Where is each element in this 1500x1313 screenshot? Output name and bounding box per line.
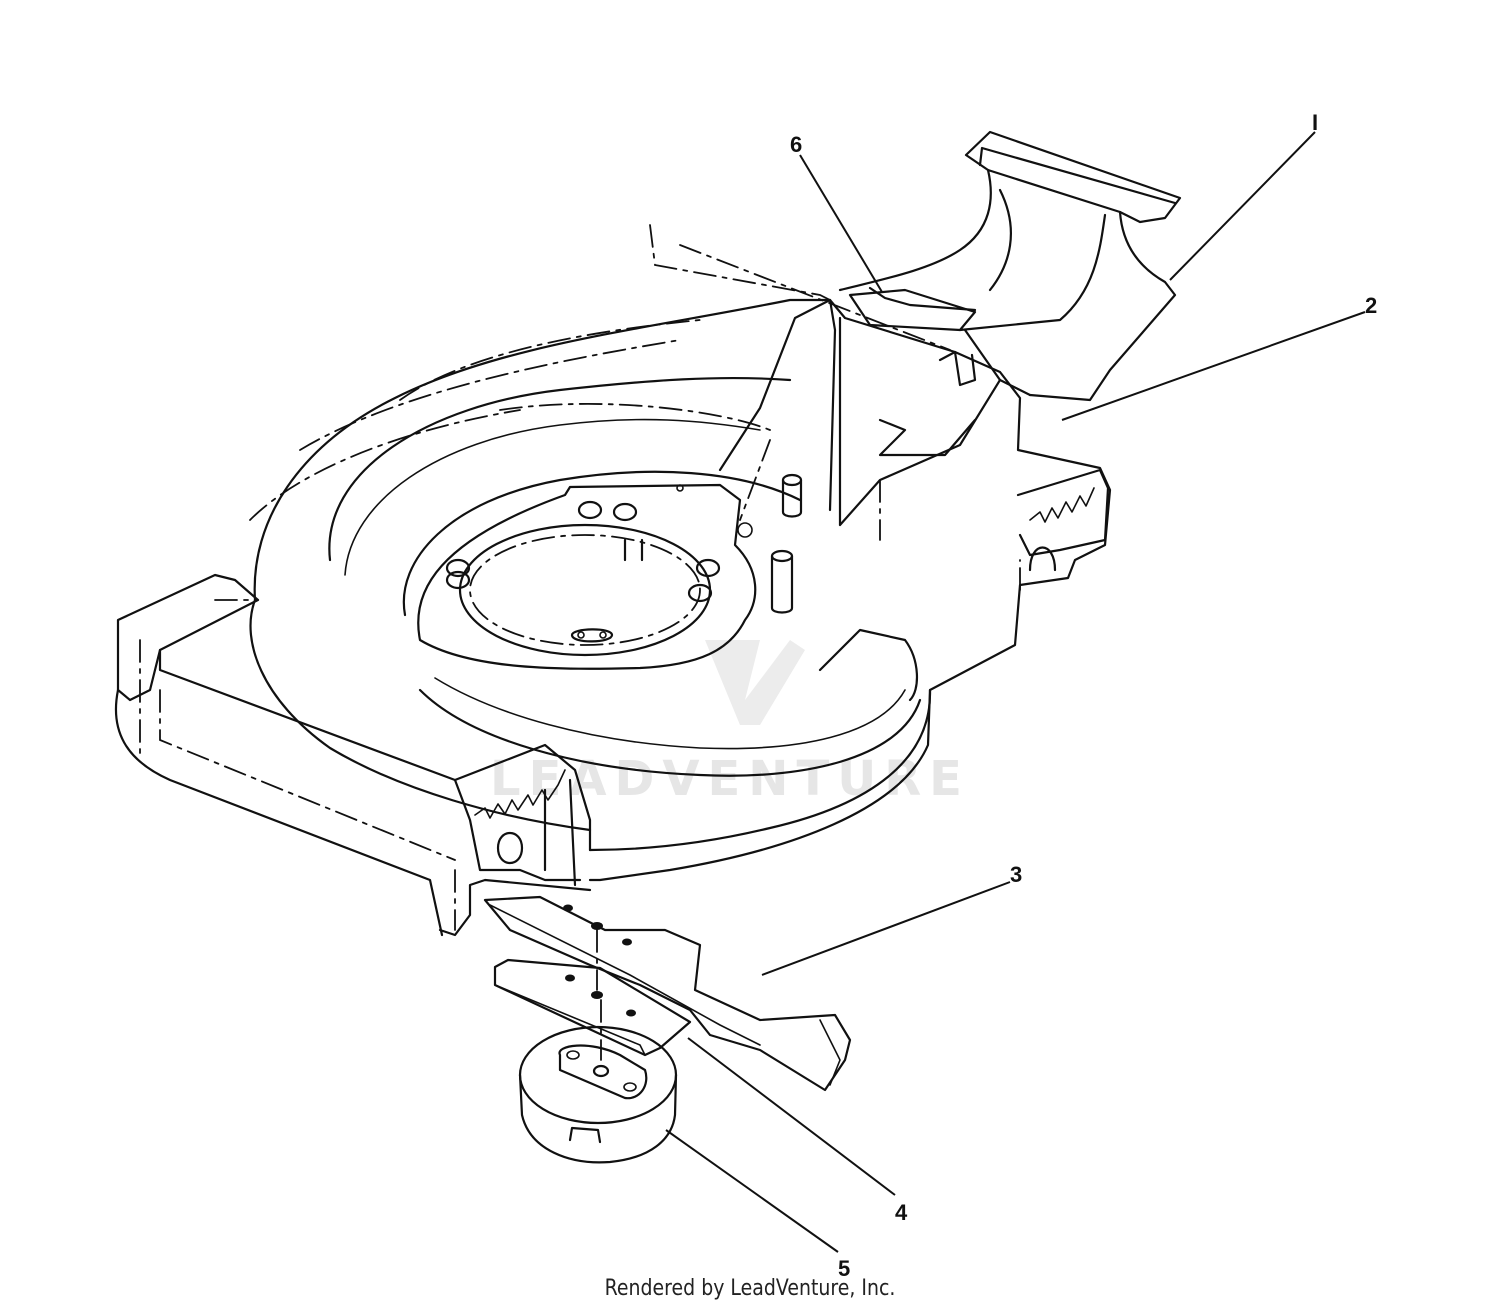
blade-adapter [493,929,692,1057]
blade-holes [563,904,632,946]
callout-2: 2 [1365,293,1377,318]
leader-2 [1061,311,1366,421]
front-bumper [114,573,592,937]
leadventure-watermark: LEADVENTURE [490,640,962,807]
deck-mounting-bolts [445,484,753,643]
callout-6: 6 [790,132,802,157]
mower-deck [114,224,1112,937]
callout-labels: I 2 3 4 5 6 [790,110,1377,1281]
leader-4 [687,1037,896,1196]
chute-plate [848,288,977,332]
grass-bag-chute [838,130,1182,402]
blade-hub [518,999,678,1164]
callout-4: 4 [895,1200,908,1225]
leader-6 [799,154,883,293]
callout-1: I [1312,110,1318,135]
callout-5: 5 [838,1256,850,1281]
footer-credit: Rendered by LeadVenture, Inc. [604,1276,896,1301]
callout-3: 3 [1010,862,1022,887]
adapter-holes [565,974,636,1017]
front-baffle [453,769,582,887]
callout-leaders [665,131,1366,1253]
rear-baffle [1016,468,1110,572]
leader-1 [1169,131,1316,281]
leader-5 [665,1129,839,1253]
mower-blade [483,895,852,1092]
leader-3 [761,881,1011,976]
deck-posts [623,473,803,614]
